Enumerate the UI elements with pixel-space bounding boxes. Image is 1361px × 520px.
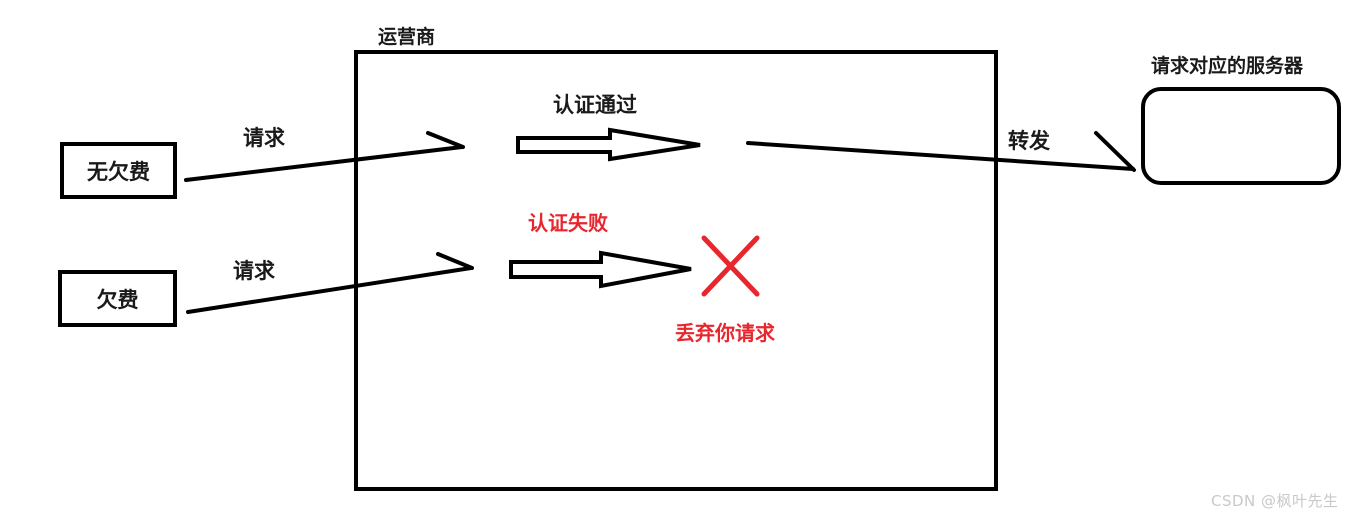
discard-request-label: 丢弃你请求 [675,321,775,345]
request-bottom-label: 请求 [233,259,275,283]
no-arrears-box [60,142,177,199]
csdn-watermark: CSDN @枫叶先生 [1211,492,1339,510]
server-title: 请求对应的服务器 [1151,55,1304,77]
auth-fail-block-arrow [509,250,692,289]
forward-line [746,141,1135,171]
request-bottom-arrowhead [436,252,474,270]
operator-container-box [354,50,998,491]
request-bottom-line [186,266,473,314]
request-top-label: 请求 [243,126,285,150]
auth-fail-label: 认证失败 [528,211,608,235]
request-top-arrowhead [426,131,465,149]
server-box [1141,87,1341,185]
forward-arrowhead [1094,131,1136,172]
no-arrears-label: 无欠费 [87,159,150,184]
arrears-box [58,270,177,327]
operator-title: 运营商 [378,26,436,48]
auth-pass-label: 认证通过 [553,93,637,117]
arrears-label: 欠费 [96,287,139,312]
request-top-line [184,145,464,182]
auth-pass-block-arrow [516,127,701,162]
forward-label: 转发 [1008,129,1050,153]
drop-x-icon [701,235,760,297]
